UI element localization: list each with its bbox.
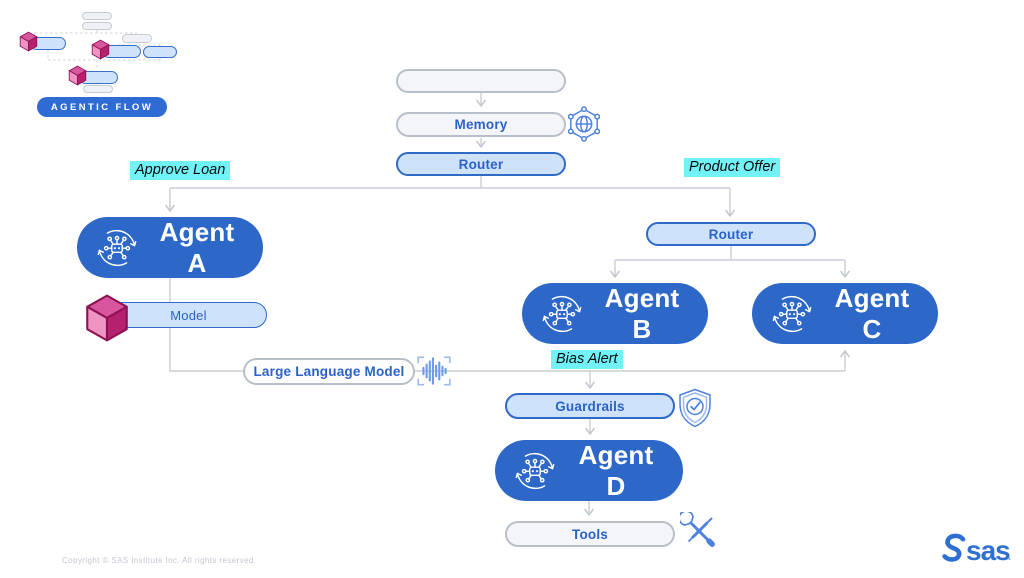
sas-swirl-icon bbox=[942, 533, 966, 562]
router-top-node: Router bbox=[396, 152, 566, 176]
thumbnail-pill bbox=[83, 85, 113, 93]
thumbnail-pill bbox=[122, 34, 152, 43]
model-cube-icon bbox=[68, 65, 87, 86]
sas-logo: sas bbox=[942, 533, 1011, 566]
thumbnail-pill bbox=[82, 22, 112, 30]
annotation-product-offer: Product Offer bbox=[684, 158, 781, 177]
tools-node: Tools bbox=[505, 521, 675, 547]
agent-c-label: Agent C bbox=[834, 282, 910, 344]
agent-d-node: Agent D bbox=[495, 440, 683, 501]
agentic-flow-badge: AGENTIC FLOW bbox=[37, 97, 167, 117]
router-right-node: Router bbox=[646, 222, 816, 246]
agent-a-label: Agent A bbox=[159, 216, 235, 278]
start-pill bbox=[396, 69, 566, 93]
voice-waveform-icon bbox=[415, 353, 453, 389]
agent-c-node: Agent C bbox=[752, 283, 938, 344]
wrench-tools-icon bbox=[680, 512, 718, 550]
model-cube-icon bbox=[19, 31, 38, 52]
shield-check-icon bbox=[676, 387, 714, 429]
model-node: Model bbox=[110, 302, 267, 328]
annotation-bias-alert: Bias Alert bbox=[551, 350, 623, 369]
agent-a-node: Agent A bbox=[77, 217, 263, 278]
llm-node: Large Language Model bbox=[243, 358, 415, 385]
agent-b-node: Agent B bbox=[522, 283, 708, 344]
agent-cycle-icon bbox=[539, 291, 585, 337]
thumbnail-pill bbox=[143, 46, 177, 58]
guardrails-node: Guardrails bbox=[505, 393, 675, 419]
model-cube-icon bbox=[91, 39, 110, 60]
copyright-text: Copyright © SAS Institute Inc. All right… bbox=[62, 556, 257, 565]
thumbnail-pill bbox=[82, 12, 112, 20]
agent-cycle-icon bbox=[769, 291, 815, 337]
agent-cycle-icon bbox=[94, 225, 140, 271]
agent-d-label: Agent D bbox=[578, 439, 654, 501]
agent-cycle-icon bbox=[512, 448, 558, 494]
agent-b-label: Agent B bbox=[604, 282, 680, 344]
model-cube-icon bbox=[84, 293, 130, 343]
network-globe-icon bbox=[565, 105, 603, 143]
sas-wordmark: sas bbox=[966, 535, 1010, 566]
annotation-approve-loan: Approve Loan bbox=[130, 161, 231, 180]
memory-node: Memory bbox=[396, 112, 566, 137]
